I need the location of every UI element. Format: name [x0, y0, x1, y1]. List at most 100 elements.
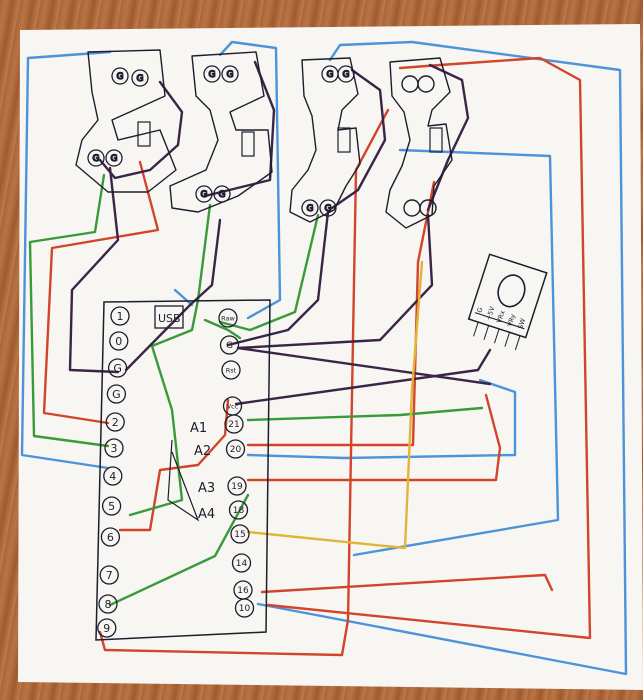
- joystick-pin-leg-4: [504, 332, 511, 347]
- left-pin-10: 7: [99, 565, 119, 585]
- wire-purple-5: [426, 63, 470, 212]
- right-pin-10: 14: [231, 553, 252, 573]
- switch-pin-2: G: [131, 69, 149, 87]
- joystick-pin-1: G: [475, 306, 484, 313]
- switch-pin-7-label: G: [201, 190, 208, 200]
- right-pin-2-label: G: [226, 341, 233, 351]
- wire-green-5: [108, 493, 250, 607]
- right-pin-3-label: Rst: [226, 366, 237, 374]
- right-pin-9: 15: [230, 524, 250, 544]
- switch-pin-8: G: [213, 185, 231, 203]
- left-pin-4-label: G: [112, 388, 121, 401]
- left-pin-9-label: 6: [107, 531, 114, 544]
- analog-label-a4: A4: [198, 507, 215, 522]
- left-pin-4: G: [106, 384, 127, 404]
- right-pin-7: 19: [227, 476, 247, 496]
- right-pin-3: Rst: [221, 360, 241, 380]
- wire-purple-1: [98, 80, 184, 180]
- wire-red-5: [246, 393, 502, 482]
- left-pin-1: 1: [110, 306, 130, 326]
- wire-red-3: [98, 108, 390, 657]
- wire-blue-3: [256, 40, 628, 676]
- wire-green-2: [128, 203, 212, 517]
- switch-pin-12-label: G: [325, 204, 332, 214]
- wire-purple-7: [226, 210, 330, 347]
- wire-green-6: [203, 318, 242, 340]
- analog-label-a1: A1: [190, 421, 207, 436]
- left-pin-2: 0: [109, 331, 129, 351]
- wire-blue-6: [173, 288, 194, 307]
- switch-pin-11-label: G: [307, 204, 314, 214]
- left-pin-8-label: 5: [108, 500, 115, 513]
- joystick-board: [467, 253, 548, 339]
- right-pin-8-label: 18: [233, 506, 245, 516]
- switch-pin-10: G: [337, 65, 355, 83]
- left-pin-12-label: 9: [103, 622, 110, 635]
- left-pin-7-label: 4: [109, 470, 116, 483]
- switch-pin-3: G: [87, 149, 105, 167]
- right-pin-4-label: Vcc: [227, 402, 239, 410]
- switch-pin-10-label: G: [343, 70, 350, 80]
- right-pin-8: 18: [228, 500, 249, 520]
- switch-pin-14: [417, 75, 435, 93]
- wire-red-1: [42, 160, 160, 425]
- left-pin-9: 6: [100, 527, 121, 547]
- right-pin-7-label: 19: [231, 482, 243, 492]
- switch-pin-4: G: [105, 149, 123, 167]
- right-pin-1: Raw: [218, 308, 238, 328]
- switch-pin-8-label: G: [219, 190, 226, 200]
- right-pin-10-label: 14: [236, 559, 248, 569]
- switch-pin-12: G: [319, 199, 337, 217]
- switch-pin-5-label: G: [209, 70, 216, 80]
- joystick-pin-leg-5: [514, 335, 521, 351]
- wire-blue-5: [246, 378, 517, 460]
- switch-contact-2: [241, 131, 255, 157]
- wire-purple-8: [236, 213, 492, 386]
- usb-port: [154, 305, 184, 329]
- switch-contact-4: [429, 127, 443, 153]
- analog-label-a2: A2: [194, 444, 211, 459]
- joystick-pin-3: VRx: [495, 309, 507, 324]
- wire-purple-9: [234, 348, 492, 406]
- wire-green-3: [218, 213, 320, 332]
- joystick-pin-leg-2: [483, 325, 490, 340]
- wire-purple-2: [203, 60, 276, 198]
- wire-green-1: [28, 173, 110, 448]
- wire-yellow: [246, 260, 424, 550]
- left-pin-3-label: G: [113, 362, 122, 375]
- right-pin-12-label: 10: [239, 604, 251, 614]
- switch-pin-3-label: G: [93, 154, 100, 164]
- pro-micro-board: USB 10GG23456789RawGRstVcc21201918151416…: [95, 299, 271, 641]
- right-pin-5-label: 21: [228, 420, 239, 430]
- wire-purple-6: [124, 218, 222, 372]
- switch-pin-16: [419, 199, 437, 217]
- switch-pin-6-label: G: [227, 70, 234, 80]
- switch-contact-1: [137, 121, 151, 147]
- joystick-pin-4: VRy: [506, 313, 518, 327]
- analog-bracket: [167, 439, 200, 522]
- left-pin-11-label: 8: [105, 598, 112, 611]
- left-pin-12: 9: [97, 618, 117, 638]
- right-pin-1-label: Raw: [221, 314, 235, 322]
- wire-green-4: [246, 406, 484, 422]
- wire-blue-4: [352, 148, 560, 557]
- switch-pin-11: G: [301, 199, 319, 217]
- switch-outline-2: [169, 51, 273, 213]
- switch-pin-4-label: G: [111, 154, 118, 164]
- right-pin-2: G: [219, 335, 240, 355]
- switch-contact-3: [337, 127, 351, 153]
- switch-pin-1: G: [111, 67, 129, 85]
- right-pin-6: 20: [225, 439, 246, 459]
- analog-label-a3: A3: [198, 481, 215, 496]
- left-pin-3: G: [107, 358, 128, 378]
- joystick-knob: [497, 274, 526, 308]
- switch-pin-5: G: [203, 65, 221, 83]
- wire-blue-1: [20, 50, 112, 470]
- joystick-pin-5: SW: [516, 317, 527, 330]
- joystick-pin-leg-3: [493, 328, 500, 344]
- left-pin-5-label: 2: [112, 416, 119, 429]
- right-pin-11-label: 16: [237, 586, 249, 596]
- left-pin-1-label: 1: [117, 310, 124, 323]
- right-pin-9-label: 15: [234, 530, 245, 540]
